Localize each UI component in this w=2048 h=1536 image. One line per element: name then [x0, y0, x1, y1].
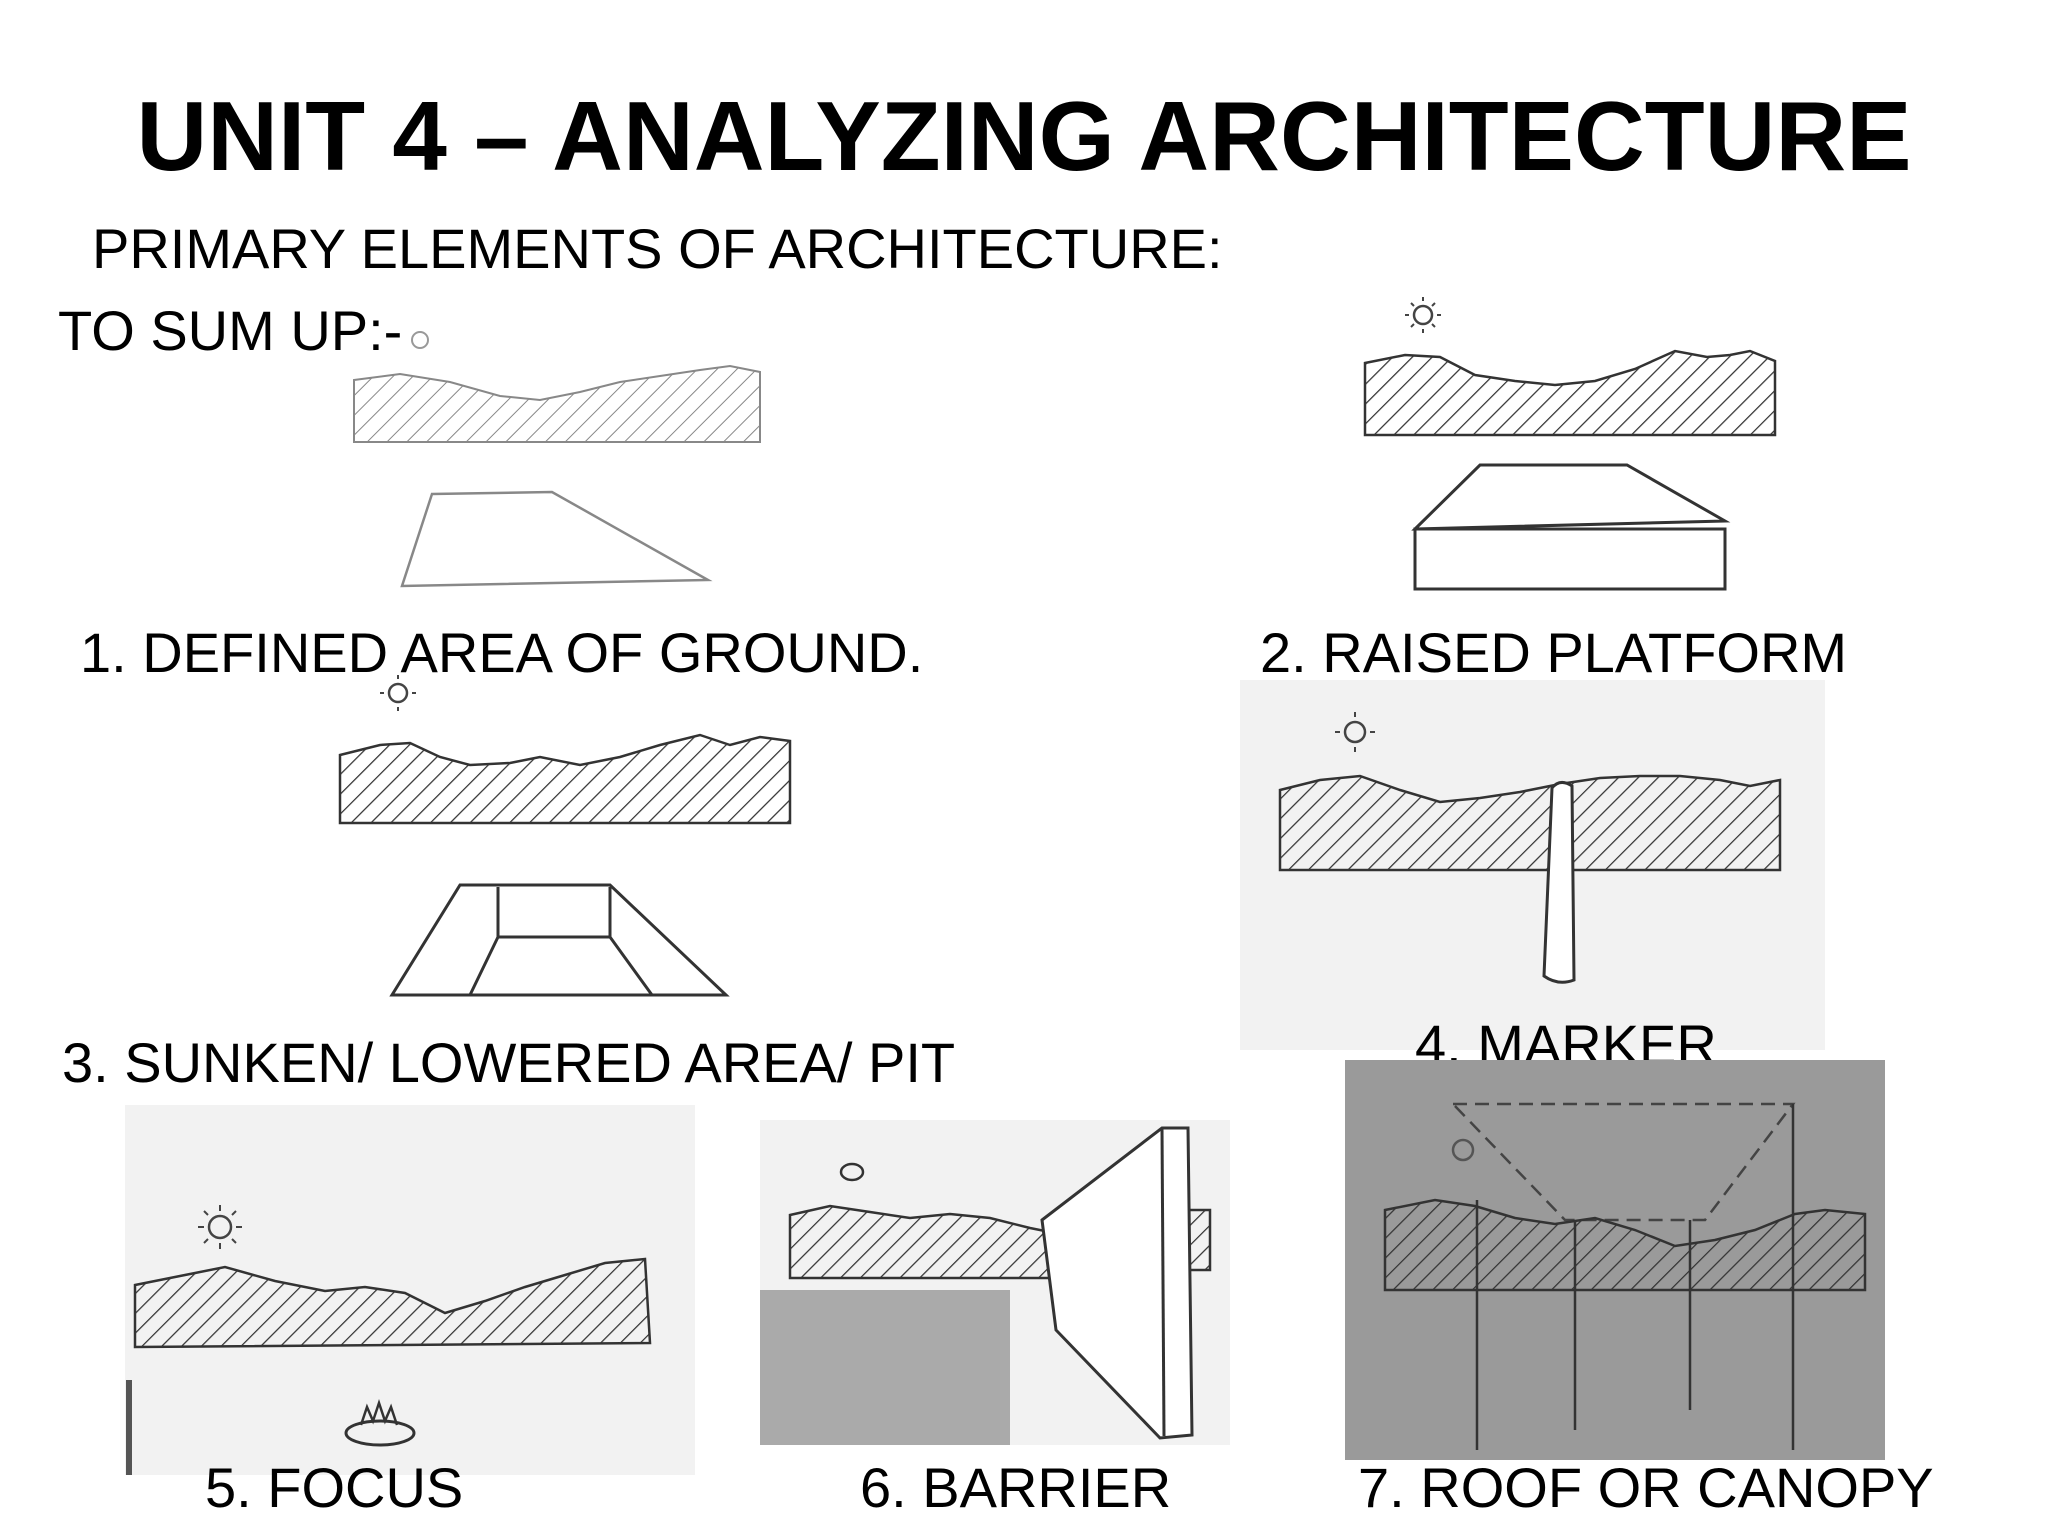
element-label-3: 3. SUNKEN/ LOWERED AREA/ PIT: [62, 1031, 956, 1094]
roof-posts: [1475, 1104, 1795, 1450]
sun-icon: [1335, 712, 1375, 752]
sketch-marker: [1240, 680, 1825, 1050]
sketch-sunken-area: [330, 665, 800, 1010]
barrier-wall: [1040, 1126, 1194, 1440]
sketch-barrier: [760, 1120, 1230, 1445]
element-label-7: 7. ROOF OR CANOPY: [1358, 1456, 1934, 1519]
marker-post: [1542, 781, 1576, 984]
element-label-6: 6. BARRIER: [860, 1456, 1172, 1519]
platform-body: [1413, 527, 1727, 591]
page-title: UNIT 4 – ANALYZING ARCHITECTURE: [136, 81, 1912, 191]
element-label-2: 2. RAISED PLATFORM: [1260, 621, 1848, 684]
sketch-raised-platform: [1345, 285, 1795, 600]
pit-inner: [468, 887, 654, 996]
ground-terrain: [133, 1257, 652, 1349]
sun-icon: [1405, 297, 1441, 333]
summary-heading: TO SUM UP:-: [58, 299, 403, 362]
sun-icon: [1451, 1138, 1475, 1162]
ground-terrain: [338, 733, 792, 825]
ground-terrain: [1363, 349, 1777, 437]
sketch-focus: [125, 1105, 695, 1475]
sun-icon: [198, 1205, 242, 1249]
sun-icon: [411, 331, 429, 349]
platform-top: [1411, 463, 1731, 531]
sun-icon: [839, 1162, 865, 1182]
sun-icon: [380, 675, 416, 711]
sketch-roof-canopy: [1345, 1060, 1885, 1460]
ground-terrain: [353, 364, 761, 443]
subtitle: PRIMARY ELEMENTS OF ARCHITECTURE:: [92, 217, 1223, 280]
defined-area-shape: [400, 490, 713, 588]
element-label-5: 5. FOCUS: [205, 1456, 464, 1519]
fire-icon: [344, 1399, 416, 1447]
ground-terrain: [1278, 774, 1782, 872]
roof-outline: [1450, 1102, 1796, 1222]
ground-terrain: [1383, 1198, 1867, 1292]
element-label-1: 1. DEFINED AREA OF GROUND.: [80, 621, 924, 684]
sketch-defined-area: [340, 310, 770, 600]
pit-outer: [389, 883, 730, 997]
ground-terrain: [788, 1204, 1052, 1280]
